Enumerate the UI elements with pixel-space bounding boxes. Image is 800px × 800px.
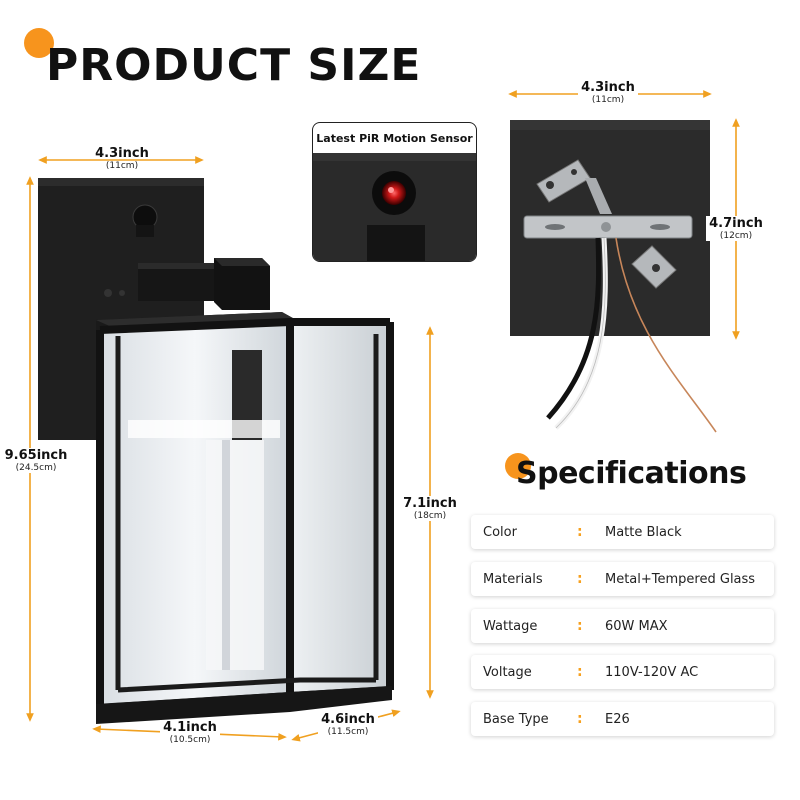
spec-row-base-type: Base Type : E26 [471,702,774,736]
spec-label: Wattage [483,618,538,634]
spec-value: Metal+Tempered Glass [605,571,756,587]
wire-black [546,237,602,420]
dim-back-height: 4.7inch (12cm) [706,216,766,241]
accent-dot-specs [505,453,531,479]
sensor-callout: Latest PiR Motion Sensor [312,122,477,262]
wire-copper [615,237,717,433]
sensor-closeup [313,153,476,261]
spec-colon: : [577,711,583,727]
accent-dot-title [24,28,54,58]
mounting-arm [138,263,218,301]
dim-bottom-depth: 4.6inch (11.5cm) [318,712,378,737]
spec-colon: : [577,524,583,540]
spec-label: Color [483,524,517,540]
spec-label: Materials [483,571,543,587]
mounting-bracket [523,159,693,289]
spec-value: E26 [605,711,630,727]
spec-row-color: Color : Matte Black [471,515,774,549]
spec-label: Base Type [483,711,549,727]
spec-colon: : [577,664,583,680]
spec-value: Matte Black [605,524,682,540]
spec-row-wattage: Wattage : 60W MAX [471,609,774,643]
spec-colon: : [577,571,583,587]
dim-glass-height: 7.1inch (18cm) [398,496,462,521]
spec-row-voltage: Voltage : 110V-120V AC [471,655,774,689]
sensor-callout-label: Latest PiR Motion Sensor [316,131,473,145]
spec-label: Voltage [483,664,532,680]
spec-value: 110V-120V AC [605,664,699,680]
specifications-title: Specifications [516,456,747,491]
lantern-glass-side [290,322,390,696]
dim-back-width: 4.3inch (11cm) [578,80,638,105]
dim-total-height: 9.65inch (24.5cm) [2,448,70,473]
page-title: PRODUCT SIZE [46,40,422,91]
spec-value: 60W MAX [605,618,668,634]
dim-bottom-width: 4.1inch (10.5cm) [160,720,220,745]
lantern-bottom [96,686,392,724]
dim-front-width: 4.3inch (11cm) [95,146,149,171]
spec-colon: : [577,618,583,634]
spec-row-materials: Materials : Metal+Tempered Glass [471,562,774,596]
